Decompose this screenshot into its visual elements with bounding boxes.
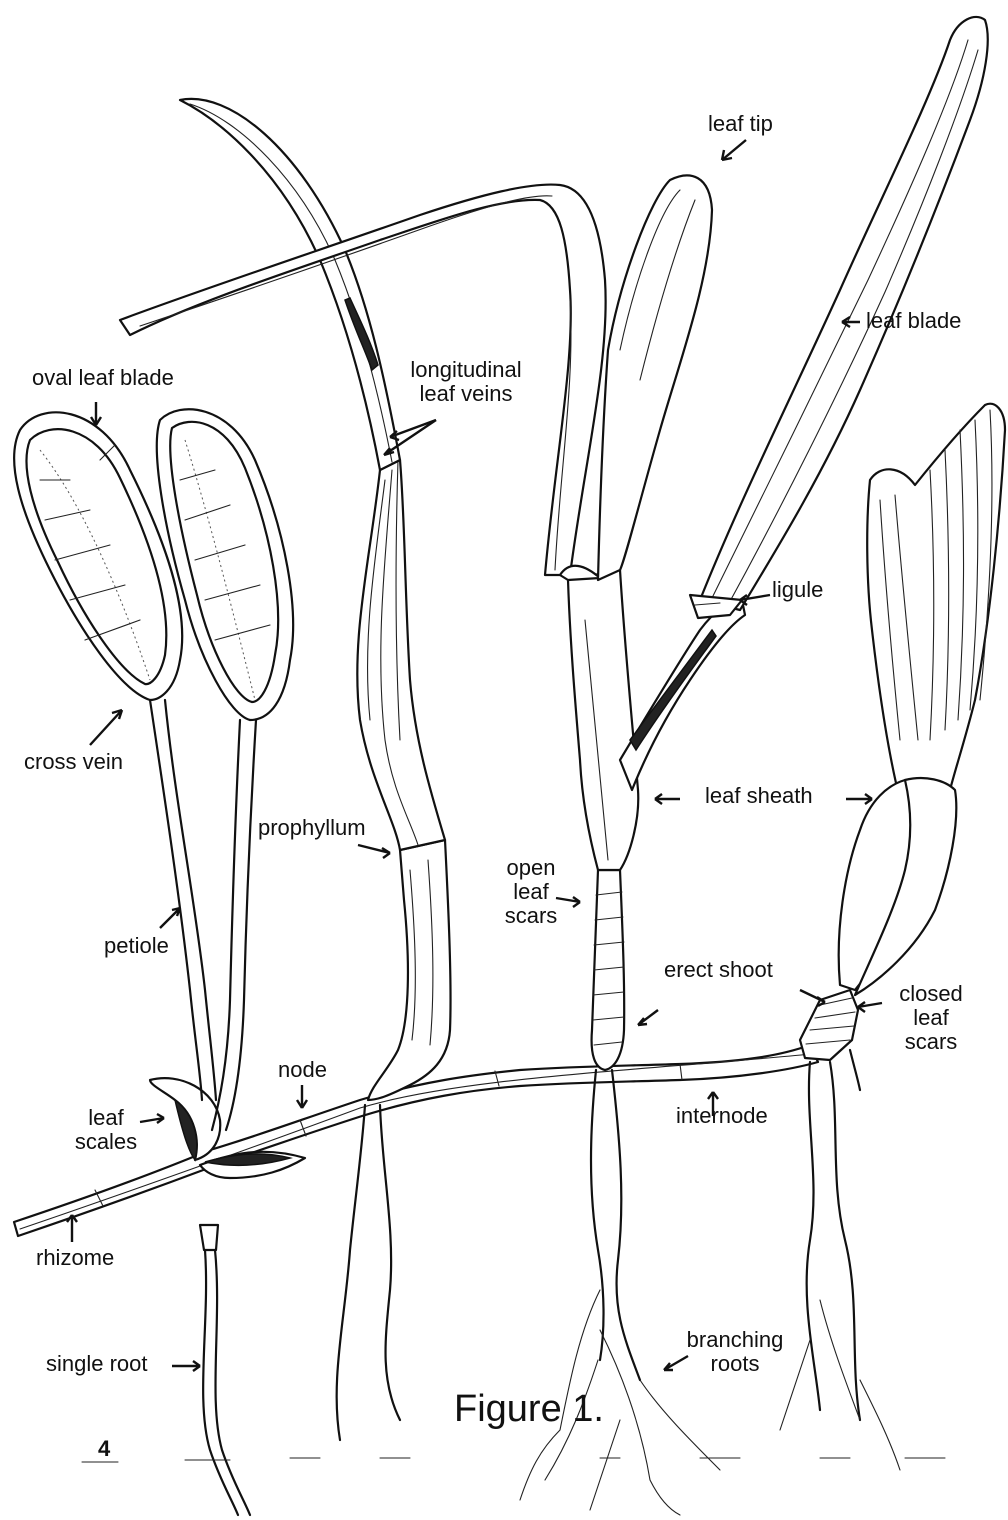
label-open-line3: scars bbox=[496, 904, 566, 928]
label-longitudinal-line2: leaf veins bbox=[402, 382, 530, 406]
label-leaf-blade: leaf blade bbox=[866, 309, 961, 333]
label-cross-vein: cross vein bbox=[24, 750, 123, 774]
single-root bbox=[200, 1225, 250, 1515]
erect-shoot-closed-scars bbox=[800, 404, 1005, 1420]
label-rhizome: rhizome bbox=[36, 1246, 114, 1270]
pointer-arrows bbox=[67, 140, 882, 1371]
label-open-line1: open bbox=[496, 856, 566, 880]
label-open-line2: leaf bbox=[496, 880, 566, 904]
label-leaf-tip: leaf tip bbox=[708, 112, 773, 136]
label-erect-shoot: erect shoot bbox=[664, 958, 773, 982]
figure-title: Figure 1. bbox=[454, 1388, 604, 1431]
label-branching-line2: roots bbox=[676, 1352, 794, 1376]
label-closed-line1: closed bbox=[888, 982, 974, 1006]
label-oval-leaf-blade: oval leaf blade bbox=[32, 366, 174, 390]
label-ligule: ligule bbox=[772, 578, 823, 602]
label-leaf-scales: leaf scales bbox=[66, 1106, 146, 1154]
label-longitudinal-leaf-veins: longitudinal leaf veins bbox=[402, 358, 530, 406]
label-branching-line1: branching bbox=[676, 1328, 794, 1352]
label-branching-roots: branching roots bbox=[676, 1328, 794, 1376]
label-longitudinal-line1: longitudinal bbox=[402, 358, 530, 382]
label-scales-line1: leaf bbox=[66, 1106, 146, 1130]
label-petiole: petiole bbox=[104, 934, 169, 958]
label-single-root: single root bbox=[46, 1352, 148, 1376]
label-prophyllum: prophyllum bbox=[258, 816, 366, 840]
label-closed-line2: leaf bbox=[888, 1006, 974, 1030]
page-number: 4 bbox=[98, 1436, 110, 1462]
label-closed-leaf-scars: closed leaf scars bbox=[888, 982, 974, 1054]
label-open-leaf-scars: open leaf scars bbox=[496, 856, 566, 928]
baseline-dashes bbox=[82, 1458, 945, 1462]
oval-leaf-right bbox=[157, 409, 293, 1130]
label-internode: internode bbox=[676, 1104, 768, 1128]
label-leaf-sheath: leaf sheath bbox=[705, 784, 813, 808]
prophyllum-shoot bbox=[120, 99, 606, 1440]
label-closed-line3: scars bbox=[888, 1030, 974, 1054]
label-node: node bbox=[278, 1058, 327, 1082]
label-scales-line2: scales bbox=[66, 1130, 146, 1154]
